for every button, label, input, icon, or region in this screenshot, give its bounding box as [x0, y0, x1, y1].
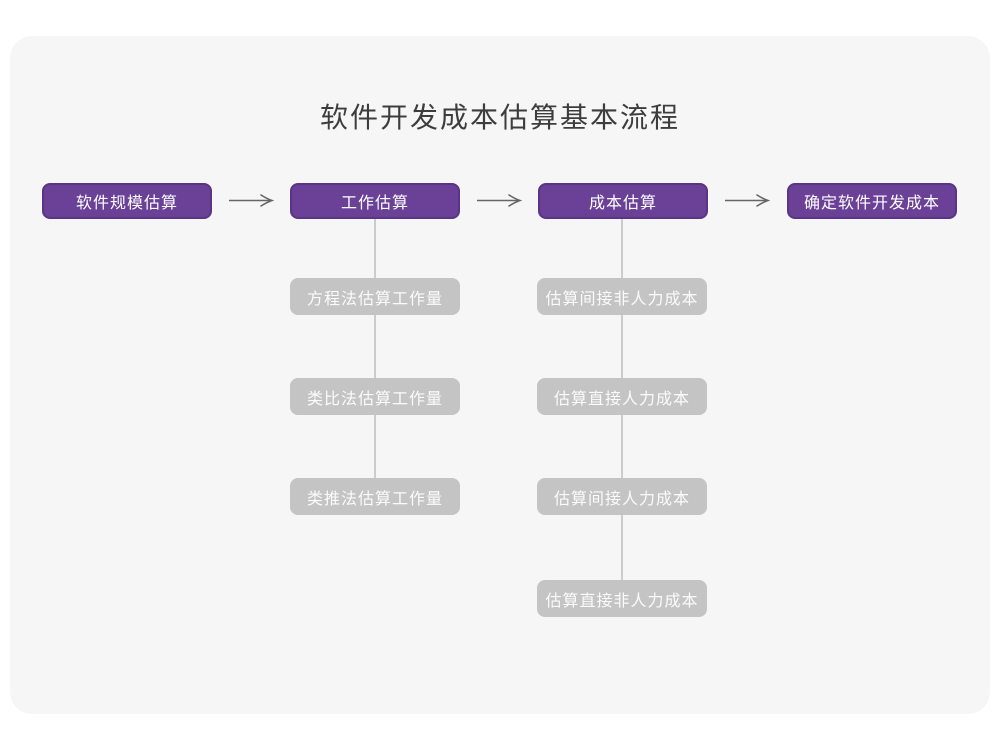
right-arrow-icon — [229, 194, 274, 207]
connector-line-work-estimation — [374, 219, 376, 497]
right-arrow-icon — [477, 194, 522, 207]
subnode-direct-labor-cost: 估算直接人力成本 — [537, 378, 707, 415]
subnode-analogy-method: 类比法估算工作量 — [290, 378, 460, 415]
subnode-indirect-labor-cost: 估算间接人力成本 — [537, 478, 707, 515]
subnode-indirect-nonlabor-cost: 估算间接非人力成本 — [537, 278, 707, 315]
diagram-card — [10, 36, 990, 714]
stage-node-determine-development-cost: 确定软件开发成本 — [787, 183, 957, 219]
stage-node-work-estimation: 工作估算 — [290, 183, 460, 219]
stage-node-software-size-estimation: 软件规模估算 — [42, 183, 212, 219]
subnode-equation-method: 方程法估算工作量 — [290, 278, 460, 315]
stage-node-cost-estimation: 成本估算 — [538, 183, 708, 219]
subnode-inference-method: 类推法估算工作量 — [290, 478, 460, 515]
page-title: 软件开发成本估算基本流程 — [319, 102, 680, 133]
subnode-direct-nonlabor-cost: 估算直接非人力成本 — [537, 580, 707, 617]
right-arrow-icon — [725, 194, 770, 207]
